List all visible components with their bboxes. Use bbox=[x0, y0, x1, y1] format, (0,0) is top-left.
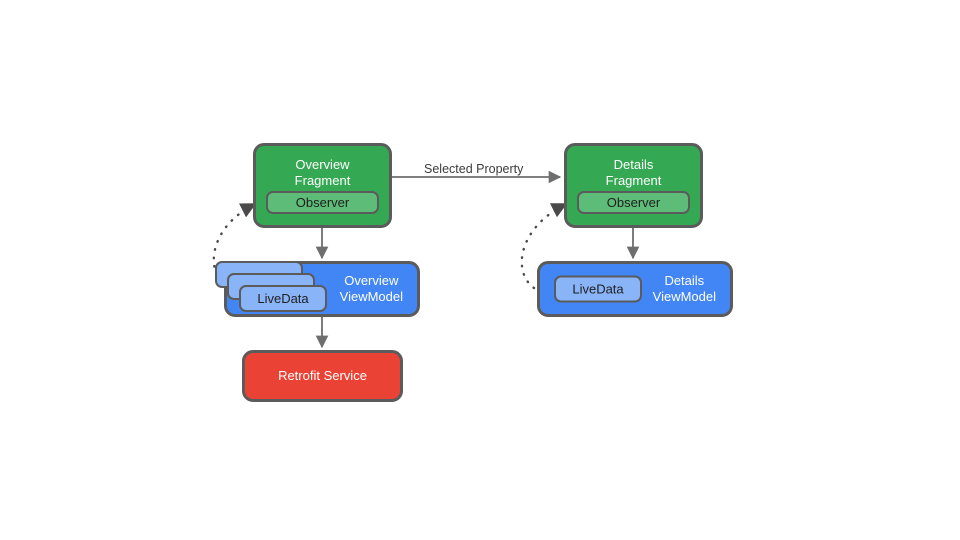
retrofit-service-title: Retrofit Service bbox=[278, 368, 367, 384]
overview-fragment-observer[interactable]: Observer bbox=[266, 191, 379, 214]
node-details-fragment[interactable]: Details Fragment Observer bbox=[564, 143, 703, 228]
edge-label-selected-property: Selected Property bbox=[424, 162, 524, 176]
overview-livedata-card-front[interactable]: LiveData bbox=[239, 285, 327, 312]
details-livedata-stack: LiveData bbox=[554, 275, 642, 303]
overview-viewmodel-title: Overview ViewModel bbox=[339, 273, 403, 304]
details-fragment-title: Details Fragment bbox=[605, 157, 662, 188]
details-livedata-card[interactable]: LiveData bbox=[554, 275, 642, 303]
node-overview-viewmodel[interactable]: Overview ViewModel LiveData bbox=[215, 261, 420, 317]
details-fragment-observer[interactable]: Observer bbox=[577, 191, 690, 214]
overview-fragment-title: Overview Fragment bbox=[294, 157, 351, 188]
node-retrofit-service[interactable]: Retrofit Service bbox=[242, 350, 403, 402]
node-details-viewmodel[interactable]: Details ViewModel LiveData bbox=[537, 261, 733, 317]
overview-livedata-stack: LiveData bbox=[215, 261, 339, 317]
node-overview-fragment[interactable]: Overview Fragment Observer bbox=[253, 143, 392, 228]
details-viewmodel-title: Details ViewModel bbox=[652, 273, 716, 304]
